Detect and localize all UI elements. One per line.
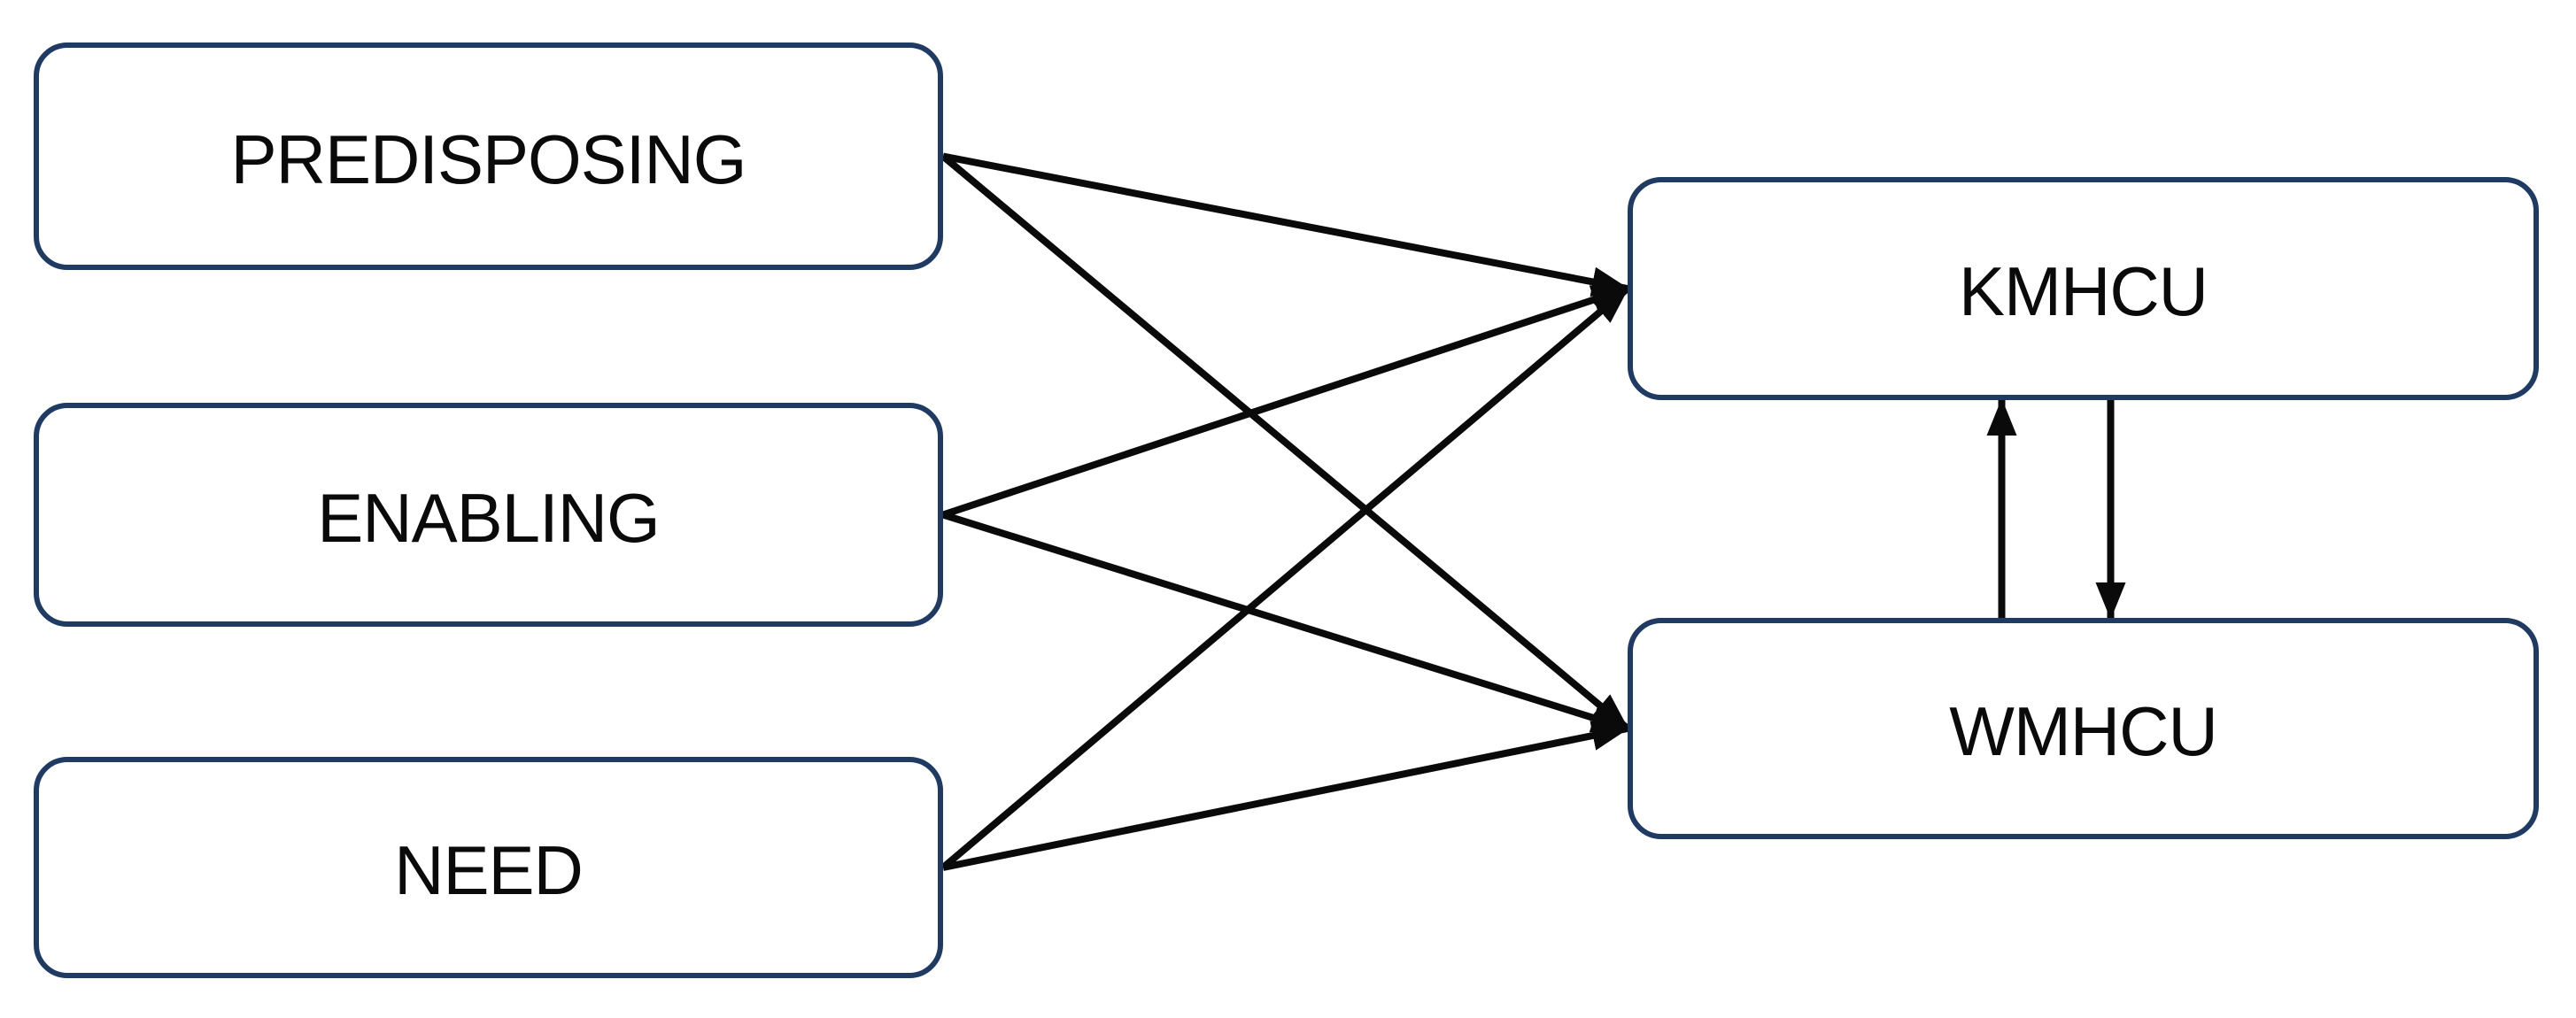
- arrow-enabling-to-wmhcu: [941, 511, 1629, 733]
- need-box: NEED: [34, 757, 943, 978]
- enabling-label: ENABLING: [317, 478, 660, 557]
- kmhcu-box: KMHCU: [1628, 177, 2539, 400]
- arrow-enabling-to-kmhcu: [941, 285, 1629, 519]
- predisposing-box: PREDISPOSING: [34, 42, 943, 270]
- wmhcu-box: WMHCU: [1628, 618, 2539, 839]
- arrow-predisposing-to-wmhcu: [940, 153, 1630, 732]
- kmhcu-label: KMHCU: [1959, 252, 2209, 330]
- arrow-need-to-kmhcu: [940, 285, 1630, 871]
- enabling-box: ENABLING: [34, 403, 943, 627]
- need-label: NEED: [394, 831, 584, 909]
- predisposing-label: PREDISPOSING: [230, 120, 747, 198]
- arrow-need-to-wmhcu: [942, 721, 1629, 871]
- wmhcu-label: WMHCU: [1949, 692, 2218, 770]
- arrow-predisposing-to-kmhcu: [942, 152, 1629, 297]
